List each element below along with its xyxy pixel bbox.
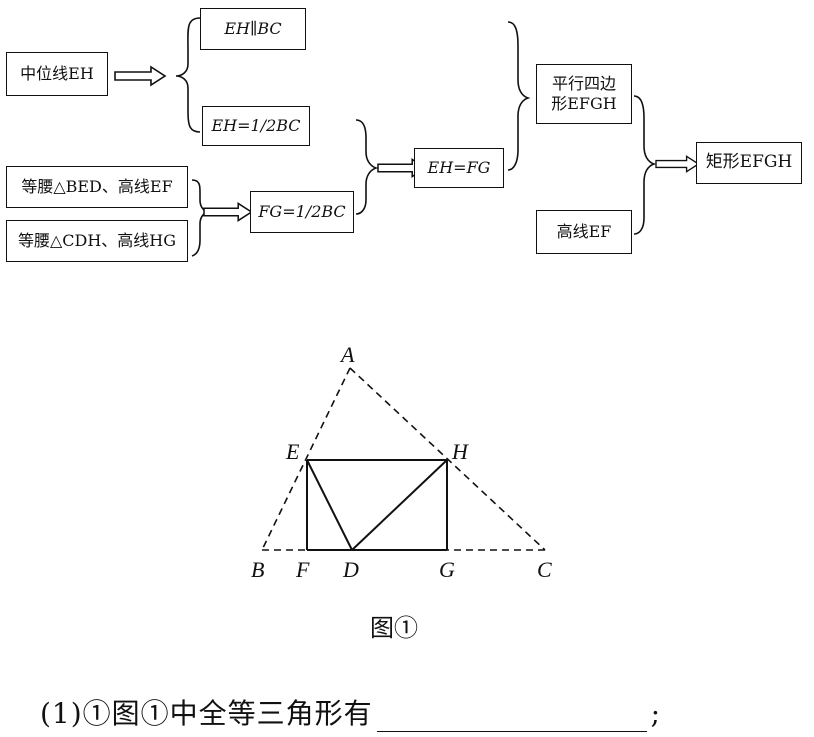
box-midline: 中位线EH: [6, 52, 108, 96]
box-eh-half-bc-text: EH=1/2BC: [211, 116, 301, 135]
box-isosceles-cdh: 等腰△CDH、高线HG: [6, 220, 188, 262]
label-f: F: [295, 557, 310, 582]
box-parallelogram-line2: 形EFGH: [551, 94, 617, 113]
box-rectangle-text: 矩形EFGH: [705, 152, 793, 173]
question-prefix: (1)①图①中全等三角形有: [40, 697, 373, 730]
right-brace-4: [507, 21, 531, 171]
segment-dh: [351, 459, 448, 551]
right-brace-3: [355, 119, 379, 215]
arrow-icon: [655, 155, 700, 173]
box-eh-equals-fg-text: EH=FG: [427, 158, 491, 177]
box-isosceles-cdh-text: 等腰△CDH、高线HG: [17, 231, 177, 250]
label-e: E: [285, 439, 300, 464]
side-ab: [261, 367, 351, 551]
box-eh-parallel-bc-text: EH∥BC: [224, 19, 282, 38]
question-line: (1)①图①中全等三角形有;: [40, 692, 661, 732]
box-eh-equals-fg: EH=FG: [414, 148, 504, 188]
box-eh-parallel-bc: EH∥BC: [200, 8, 306, 50]
left-brace-1: [175, 17, 201, 133]
arrow-icon: [203, 202, 253, 222]
left-brace-2: [191, 179, 209, 257]
question-suffix: ;: [650, 697, 662, 730]
box-altitude-ef-text: 高线EF: [556, 222, 612, 241]
box-fg-half-bc-text: FG=1/2BC: [258, 202, 346, 221]
triangle-figure: A E H B F D G C: [251, 342, 552, 582]
box-rectangle: 矩形EFGH: [696, 142, 802, 184]
box-parallelogram: 平行四边 形EFGH: [536, 64, 632, 124]
label-h: H: [451, 439, 469, 464]
arrow-icon: [114, 66, 166, 86]
label-d: D: [342, 557, 359, 582]
segment-ed: [306, 459, 353, 551]
box-isosceles-bed-text: 等腰△BED、高线EF: [21, 177, 173, 196]
box-fg-half-bc: FG=1/2BC: [250, 191, 354, 233]
label-b: B: [251, 557, 264, 582]
label-c: C: [537, 557, 552, 582]
box-altitude-ef: 高线EF: [536, 210, 632, 254]
box-isosceles-bed: 等腰△BED、高线EF: [6, 166, 188, 208]
box-eh-half-bc: EH=1/2BC: [202, 106, 310, 146]
box-parallelogram-line1: 平行四边: [551, 74, 616, 93]
figure-caption: 图①: [370, 614, 418, 642]
box-midline-text: 中位线EH: [20, 64, 94, 83]
answer-blank[interactable]: [376, 701, 647, 732]
label-g: G: [439, 557, 455, 582]
right-brace-5: [633, 95, 657, 235]
side-ac: [349, 367, 546, 551]
label-a: A: [339, 342, 355, 367]
